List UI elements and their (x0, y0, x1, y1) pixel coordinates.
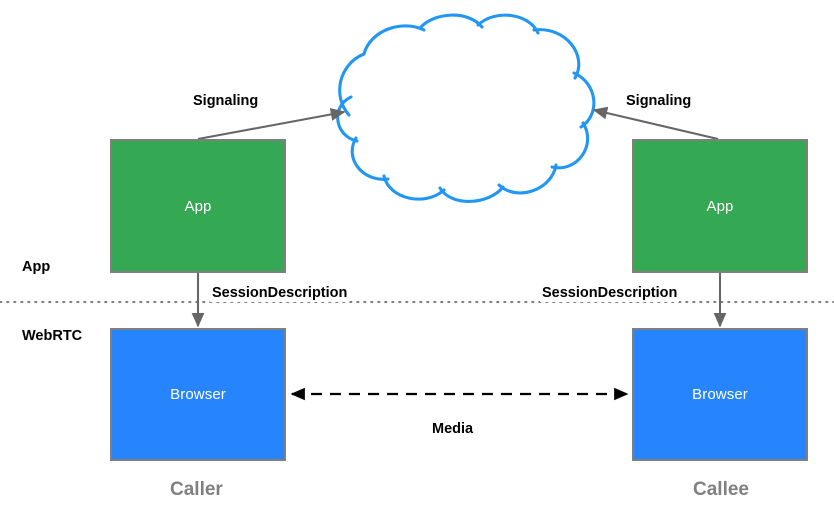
layer-label-webrtc: WebRTC (22, 328, 83, 344)
edge-label-signaling-right: Signaling (626, 93, 692, 109)
edge-signaling-left (197, 108, 346, 141)
node-app-caller-label: App (184, 197, 212, 215)
node-browser-caller-label: Browser (170, 386, 226, 403)
node-browser-caller[interactable]: Browser (110, 328, 286, 461)
role-label-caller: Caller (170, 479, 223, 500)
layer-label-app: App (22, 259, 51, 275)
node-browser-callee-label: Browser (692, 386, 748, 403)
role-label-callee: Callee (693, 479, 749, 500)
edge-signaling-right (592, 106, 719, 141)
edge-label-sessiondescription-left: SessionDescription (210, 285, 350, 302)
signaling-cloud (336, 13, 596, 203)
edge-label-media: Media (432, 421, 474, 437)
node-app-caller[interactable]: App (110, 139, 286, 273)
edge-label-sessiondescription-right: SessionDescription (540, 285, 680, 302)
edge-label-signaling-left: Signaling (193, 93, 259, 109)
node-app-callee[interactable]: App (632, 139, 808, 273)
node-app-callee-label: App (706, 197, 734, 215)
node-browser-callee[interactable]: Browser (632, 328, 808, 461)
